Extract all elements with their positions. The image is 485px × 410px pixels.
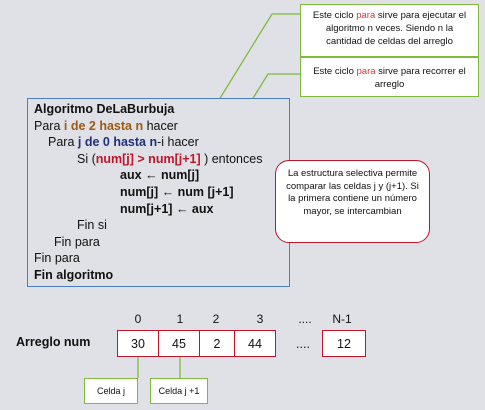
end-if-line: Fin si [77, 218, 107, 233]
callout2-text-pre: Este ciclo [313, 66, 357, 77]
end-inner-loop-line: Fin para [54, 234, 100, 249]
array-cell: 45 [158, 330, 200, 357]
array-label: Arreglo num [16, 335, 91, 349]
array-index: 0 [134, 312, 142, 326]
if-keyword: Si ( [77, 151, 96, 166]
array-index: 3 [256, 312, 264, 326]
array-cell: 30 [117, 330, 159, 357]
swap-line-3: num[j+1] ← aux [120, 201, 214, 216]
inner-loop-line: Para j de 0 hasta n-i hacer [34, 134, 283, 151]
inner-loop-hacer: -i hacer [157, 135, 199, 150]
cell-j1-label: Celda j +1 [150, 378, 208, 404]
algorithm-title: Algoritmo DeLaBurbuja [34, 102, 175, 116]
outer-loop-line: Para i de 2 hasta n hacer [34, 118, 283, 135]
outer-loop-keyword: Para [34, 118, 64, 133]
swap-line-1: aux ← num[j] [120, 168, 200, 183]
inner-loop-keyword: Para [48, 135, 78, 150]
algorithm-box: Algoritmo DeLaBurbuja Para i de 2 hasta … [27, 98, 290, 287]
end-outer-loop-line: Fin para [34, 251, 80, 266]
if-line: Si (num[j] > num[j+1] ) entonces [34, 151, 283, 168]
array-cell: 44 [234, 330, 276, 357]
if-entonces: ) entonces [200, 151, 263, 166]
selective-structure-bubble: La estructura selectiva permite comparar… [275, 160, 430, 243]
callout-inner-loop: Este ciclo para sirve para recorrer el a… [300, 57, 479, 97]
array-cell-ellipsis: .... [296, 336, 310, 351]
outer-loop-range: i de 2 hasta n [63, 118, 144, 133]
end-algorithm-line: Fin algoritmo [34, 267, 114, 282]
callout1-text-post: sirve para ejecutar el algoritmo n veces… [325, 10, 467, 47]
array-index: .... [298, 312, 312, 326]
callout2-keyword: para [356, 66, 376, 77]
callout-outer-loop: Este ciclo para sirve para ejecutar el a… [300, 4, 479, 57]
outer-loop-hacer: hacer [143, 118, 178, 133]
callout2-text-post: sirve para recorrer el arreglo [374, 66, 466, 90]
array-cell: 12 [322, 330, 366, 357]
callout1-text-pre: Este ciclo [312, 10, 357, 21]
connector-callout1 [213, 13, 300, 109]
if-condition: num[j] > num[j+1] [95, 151, 201, 166]
cell-j-label: Celda j [84, 378, 138, 404]
inner-loop-range: j de 0 hasta n [77, 135, 158, 150]
array-index: N-1 [332, 312, 352, 326]
array-index: 1 [176, 312, 184, 326]
array-index: 2 [212, 312, 220, 326]
array-cell: 2 [199, 330, 235, 357]
swap-line-2: num[j] ← num [j+1] [120, 184, 234, 199]
callout1-keyword: para [356, 10, 376, 21]
